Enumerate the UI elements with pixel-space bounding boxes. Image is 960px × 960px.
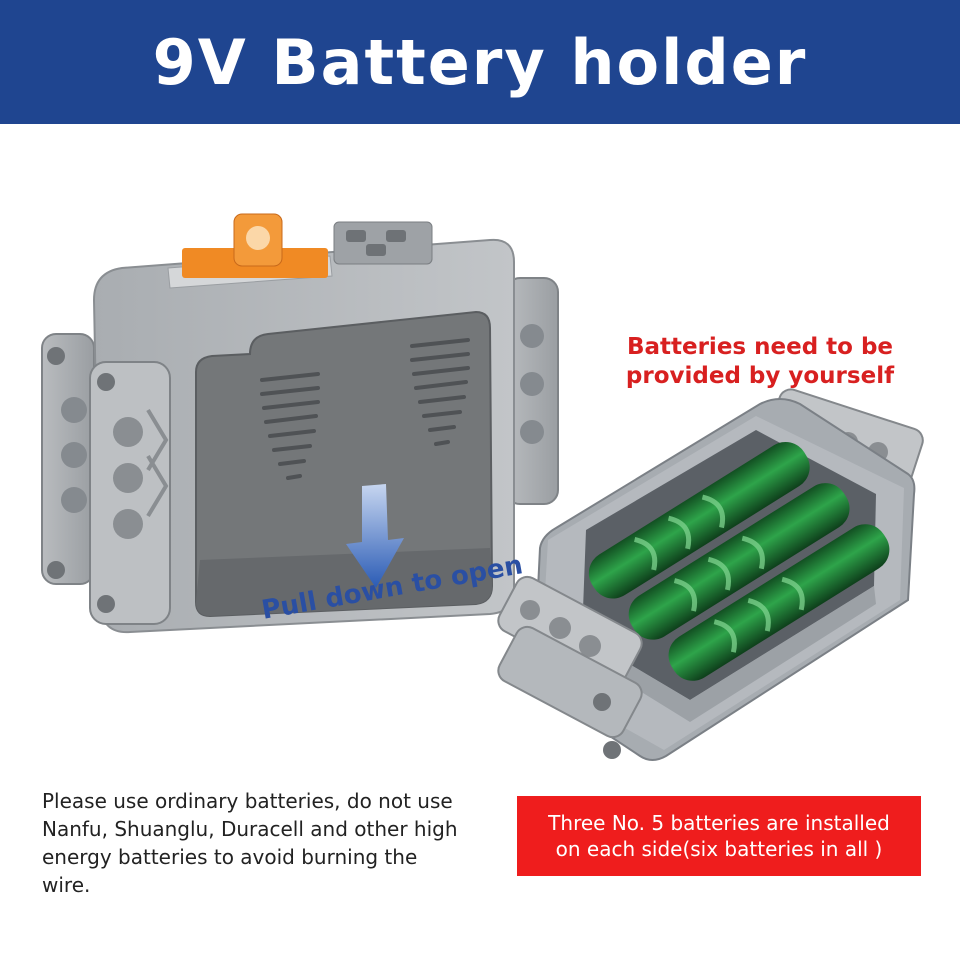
note-line: Batteries need to be (626, 334, 894, 360)
page-title: 9V Battery holder (152, 25, 808, 99)
warning-line: Please use ordinary batteries, do not us… (42, 789, 453, 813)
product-illustration (41, 213, 924, 761)
battery-warning: Please use ordinary batteries, do not us… (42, 787, 512, 899)
warning-line: energy batteries to avoid burning the (42, 845, 418, 869)
battery-box-closed (41, 213, 559, 634)
note-line: provided by yourself (625, 363, 895, 389)
warning-line: Nanfu, Shuanglu, Duracell and other high (42, 817, 458, 841)
pull-down-arrow-icon (346, 484, 404, 588)
batteries-not-included-note: Batteries need to be provided by yoursel… (600, 333, 920, 391)
warning-line: wire. (42, 873, 91, 897)
install-line: on each side(six batteries in all ) (555, 837, 883, 861)
install-line: Three No. 5 batteries are installed (548, 811, 890, 835)
installation-info-box: Three No. 5 batteries are installed on e… (517, 796, 921, 876)
battery-box-open (497, 388, 924, 761)
title-banner: 9V Battery holder (0, 0, 960, 124)
